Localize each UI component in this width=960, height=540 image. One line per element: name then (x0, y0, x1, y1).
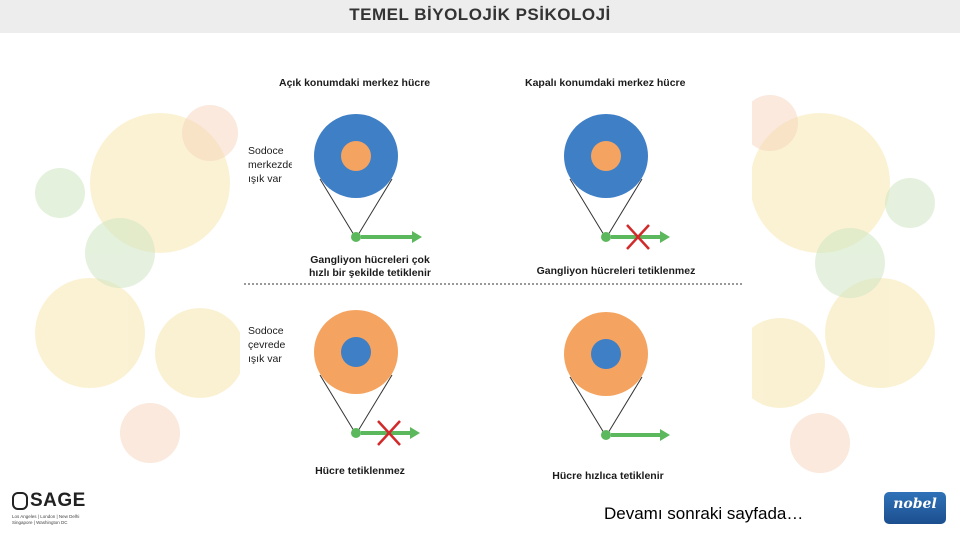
bottom-right-caption: Hücre hızlıca tetiklenir (552, 470, 664, 482)
ganglion-cell-body (601, 232, 611, 242)
bottom-left-caption: Hücre tetiklenmez (315, 465, 405, 477)
top-left-side-note: Sodoce merkezde ışık var (248, 145, 292, 185)
sage-emblem-icon (12, 492, 28, 510)
ganglion-cell-body (601, 430, 611, 440)
projection-line (607, 376, 643, 434)
panel-on-center-surround-lit (314, 310, 420, 446)
projection-line (357, 374, 393, 432)
ganglion-cell-body (351, 232, 361, 242)
projection-line (319, 374, 355, 432)
projection-line (569, 376, 605, 434)
arrow-head (660, 231, 670, 243)
top-left-caption-line2: hızlı bir şekilde tetiklenir (309, 267, 431, 279)
nobel-logo: nobel (884, 492, 946, 524)
receptive-field-drawing (244, 114, 744, 446)
sage-logo: SAGE Los Angeles | London | New Delhi Si… (12, 490, 100, 526)
slide-title: TEMEL BİYOLOJİK PSİKOLOJİ (349, 5, 611, 24)
ganglion-cell-body (351, 428, 361, 438)
sage-logo-text: SAGE (30, 490, 86, 511)
panel-on-center-lit (314, 114, 422, 243)
arrow-head (660, 429, 670, 441)
projection-line (357, 178, 393, 236)
cross-mark-icon (626, 224, 650, 250)
receptive-field-figure: Açık konumdaki merkez hücre Kapalı konum… (240, 62, 752, 486)
projection-line (607, 178, 643, 236)
continue-note: Devamı sonraki sayfada… (604, 504, 804, 523)
projection-line (319, 178, 355, 236)
background-gears-decoration (35, 95, 935, 473)
panel-off-center-lit (564, 114, 670, 250)
bottom-left-side-note: Sodoce çevrede ışık var (248, 325, 286, 365)
projection-line (569, 178, 605, 236)
arrow-head (412, 231, 422, 243)
top-right-title: Kapalı konumdaki merkez hücre (525, 77, 686, 89)
center-disc-orange (591, 141, 621, 171)
panel-off-center-surround-lit (564, 312, 670, 441)
top-right-caption: Gangliyon hücreleri tetiklenmez (536, 265, 696, 277)
center-disc-orange (341, 141, 371, 171)
nobel-logo-text: nobel (893, 496, 937, 512)
slide-header: TEMEL BİYOLOJİK PSİKOLOJİ (0, 0, 960, 33)
center-disc-blue (341, 337, 371, 367)
sage-cities: Los Angeles | London | New Delhi Singapo… (12, 514, 80, 525)
center-disc-blue (591, 339, 621, 369)
cross-mark-icon (377, 420, 401, 446)
arrow-head (410, 427, 420, 439)
top-left-title: Açık konumdaki merkez hücre (279, 77, 431, 89)
top-left-caption-line1: Gangliyon hücreleri çok (310, 254, 430, 266)
